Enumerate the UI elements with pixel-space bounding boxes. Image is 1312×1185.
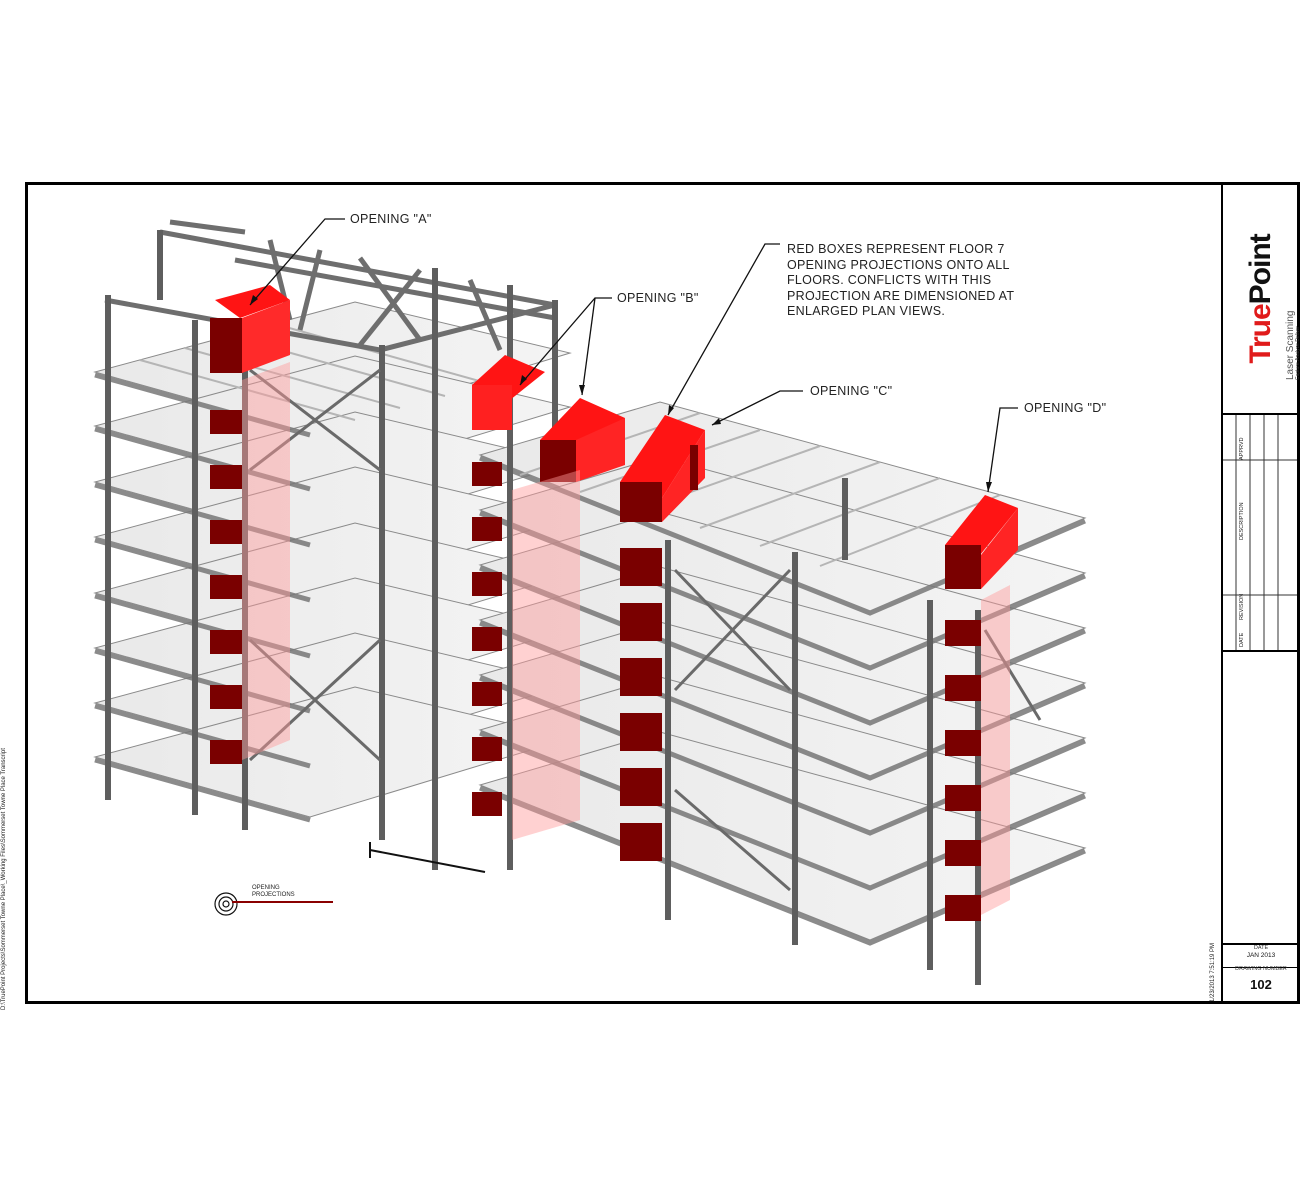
leader-arrowheads — [250, 295, 992, 492]
axis-indicator — [369, 842, 486, 873]
note-line: ENLARGED PLAN VIEWS. — [787, 304, 946, 318]
legend-symbol — [214, 892, 333, 916]
leader-lines — [249, 218, 1018, 493]
slab-edges-right — [479, 455, 1086, 946]
file-path-label: D:\TruePoint Projects\Sommerset Towne Pl… — [1, 748, 7, 1010]
floor-slabs-left — [93, 301, 572, 818]
opening-b-projections — [472, 355, 625, 840]
slab-edges-left — [94, 372, 311, 823]
note-line: RED BOXES REPRESENT FLOOR 7 — [787, 242, 1005, 256]
legend-line-2: PROJECTIONS — [252, 892, 295, 898]
drawing-number-cell: DRAWING NUMBER 102 — [1223, 966, 1299, 1001]
callout-opening-d: OPENING "D" — [1024, 401, 1107, 415]
opening-d-projections — [945, 495, 1018, 921]
note-line: OPENING PROJECTIONS ONTO ALL — [787, 257, 1010, 272]
logo-point: Point — [1244, 234, 1277, 305]
note-line: PROJECTION ARE DIMENSIONED AT — [787, 288, 1015, 303]
opening-a-projections — [210, 285, 290, 764]
date-cell: DATE JAN 2013 — [1223, 943, 1299, 968]
drawing-number-label: DRAWING NUMBER — [1235, 966, 1287, 972]
date-value: JAN 2013 — [1246, 952, 1276, 959]
legend-line-1: OPENING — [252, 885, 280, 891]
general-note: RED BOXES REPRESENT FLOOR 7 OPENING PROJ… — [787, 242, 1014, 320]
rev-revision-header: REVISION — [1239, 593, 1245, 620]
plot-timestamp: 1/23/2013 7:51:19 PM — [1210, 942, 1216, 1002]
revision-table-grid — [1223, 415, 1297, 650]
note-line: FLOORS. CONFLICTS WITH THIS — [787, 273, 992, 287]
opening-c-projections — [620, 415, 705, 861]
rev-date-header: DATE — [1239, 632, 1245, 647]
steel-columns — [105, 230, 981, 985]
rev-description-header: DESCRIPTION — [1239, 502, 1245, 540]
title-block: TruePoint Laser Scanning Capture.Analyze… — [1221, 185, 1301, 1001]
callout-opening-b: OPENING "B" — [617, 291, 699, 305]
logo-tagline: Capture.Analyze.Deliver — [1295, 326, 1301, 380]
logo-true: True — [1244, 304, 1277, 364]
callout-opening-a: OPENING "A" — [350, 212, 432, 226]
company-logo: TruePoint Laser Scanning Capture.Analyze… — [1223, 185, 1301, 415]
rev-apprvd-header: APPRVD — [1239, 437, 1245, 460]
date-label: DATE — [1253, 945, 1269, 951]
callout-opening-c: OPENING "C" — [810, 384, 893, 398]
revision-table: DATE REVISION DESCRIPTION APPRVD — [1223, 415, 1299, 652]
logo-wordmark: TruePoint — [1244, 234, 1278, 363]
diagonal-braces — [248, 368, 1042, 892]
drawing-number: 102 — [1250, 977, 1272, 992]
legend-label: OPENING PROJECTIONS — [252, 885, 295, 899]
